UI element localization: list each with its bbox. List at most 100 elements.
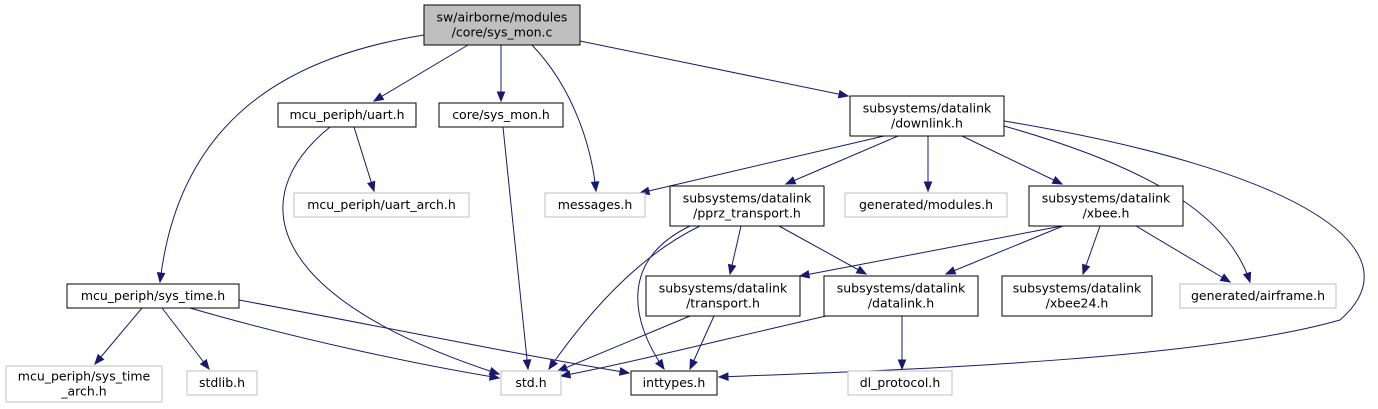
edge-sys-time-h-to-std-h [189,307,501,381]
edge-xbee-h-to-generated-airframe-h [1135,225,1232,283]
edge-sys-mon-c-to-downlink-h-arrowhead [837,89,850,99]
node-messages-h-label-line-1: messages.h [558,197,633,212]
edge-mcu-periph-uart-h-to-std-h-arrowhead [488,366,501,376]
edge-downlink-h-to-generated-modules-h [923,136,933,193]
edge-mcu-periph-uart-h-to-uart-arch-h-arrowhead [367,180,376,193]
edge-downlink-h-to-xbee-h-arrowhead [1051,175,1064,185]
node-dl-protocol-h-label-line-1: dl_protocol.h [860,375,941,390]
edge-datalink-h-to-std-h [559,315,827,379]
node-xbee24-h[interactable]: subsystems/datalink/xbee24.h [1001,275,1153,317]
node-inttypes-h[interactable]: inttypes.h [630,370,718,396]
node-xbee-h-box [1028,185,1184,227]
node-sys-time-h-box [66,283,240,309]
edge-sys-time-h-to-sys-time-arch-h-arrowhead [94,353,105,366]
node-dl-protocol-h-box [847,370,953,396]
node-inttypes-h-label-line-1: inttypes.h [643,375,706,390]
edge-xbee-h-to-datalink-h-arrowhead [944,266,957,275]
edge-sys-time-h-to-sys-time-arch-h-line [94,307,143,365]
node-xbee-h-label-line-1: subsystems/datalink [1042,191,1171,206]
edge-datalink-h-to-std-h-arrowhead [559,369,572,379]
node-transport-h-label-line-2: /transport.h [686,296,760,311]
edge-xbee-h-to-transport-h-line [799,225,1063,277]
edge-sys-time-h-to-inttypes-h [238,299,631,376]
edge-sys-mon-c-to-mcu-periph-uart-h-line [373,44,469,102]
edge-pprz-transport-h-to-transport-h-arrowhead [727,263,737,276]
node-downlink-h-label-line-2: /downlink.h [891,116,963,131]
edge-sys-mon-c-to-downlink-h [579,40,850,99]
node-xbee24-h-label-line-1: subsystems/datalink [1013,281,1142,296]
node-sys-time-arch-h-box [5,365,163,403]
node-sys-mon-c[interactable]: sw/airborne/modules/core/sys_mon.c [423,4,581,46]
node-pprz-transport-h[interactable]: subsystems/datalink/pprz_transport.h [669,185,825,227]
edge-sys-mon-c-to-messages-h [531,44,600,193]
node-datalink-h-box [823,275,979,317]
node-downlink-h-label-line-1: subsystems/datalink [863,101,992,116]
edge-pprz-transport-h-to-inttypes-h-line [637,225,691,370]
node-datalink-h-label-line-2: /datalink.h [868,296,934,311]
node-core-sys-mon-h-box [438,102,564,128]
edge-datalink-h-to-dl-protocol-h [897,316,907,371]
node-pprz-transport-h-box [669,185,825,227]
edge-pprz-transport-h-to-inttypes-h [637,225,691,371]
node-xbee-h[interactable]: subsystems/datalink/xbee.h [1028,185,1184,227]
edge-xbee-h-to-generated-airframe-h-arrowhead [1219,273,1232,283]
node-core-sys-mon-h[interactable]: core/sys_mon.h [438,102,564,128]
node-std-h-label-line-1: std.h [515,375,546,390]
node-datalink-h[interactable]: subsystems/datalink/datalink.h [823,275,979,317]
nodes-layer: sw/airborne/modules/core/sys_mon.c mcu_pe… [5,4,1337,403]
edges-layer [94,34,1365,381]
node-mcu-periph-uart-h[interactable]: mcu_periph/uart.h [277,102,417,128]
node-stdlib-h-label-line-1: stdlib.h [199,375,245,390]
edge-downlink-h-to-inttypes-h-line [718,120,1365,378]
edge-sys-mon-c-to-sys-time-h [156,34,425,284]
edge-core-sys-mon-h-to-std-h-arrowhead [522,359,532,371]
node-messages-h-box [544,192,646,218]
edge-sys-time-h-to-inttypes-h-line [238,299,630,374]
edge-pprz-transport-h-to-datalink-h-line [778,225,867,275]
node-xbee-h-label-line-2: /xbee.h [1083,206,1130,221]
edge-mcu-periph-uart-h-to-std-h [282,126,501,376]
node-sys-mon-c-label-line-1: sw/airborne/modules [437,10,568,25]
edge-sys-time-h-to-inttypes-h-arrowhead [618,367,631,376]
edge-sys-mon-c-to-messages-h-arrowhead [590,181,600,193]
edge-downlink-h-to-generated-modules-h-arrowhead [923,181,933,193]
node-downlink-h[interactable]: subsystems/datalink/downlink.h [849,95,1005,137]
edge-xbee-h-to-datalink-h-line [945,225,1064,275]
edge-xbee-h-to-datalink-h [944,225,1064,275]
edge-sys-time-h-to-std-h-arrowhead [488,372,501,381]
node-pprz-transport-h-label-line-1: subsystems/datalink [683,191,812,206]
node-generated-airframe-h-label-line-1: generated/airframe.h [1191,288,1325,303]
node-sys-mon-c-label-line-2: /core/sys_mon.c [452,25,553,40]
edge-downlink-h-to-messages-h-line [639,135,885,194]
node-uart-arch-h-label-line-1: mcu_periph/uart_arch.h [307,197,456,212]
edge-downlink-h-to-inttypes-h-arrowhead [717,372,729,381]
edge-sys-mon-c-to-core-sys-mon-h [496,45,506,103]
node-uart-arch-h-box [293,192,470,218]
node-messages-h: messages.h [544,192,646,218]
node-transport-h-label-line-1: subsystems/datalink [659,281,788,296]
node-mcu-periph-uart-h-box [277,102,417,128]
node-std-h: std.h [500,370,562,396]
edge-mcu-periph-uart-h-to-std-h-line [282,126,500,375]
edge-downlink-h-to-xbee-h-line [961,135,1063,185]
edge-downlink-h-to-generated-airframe-h-arrowhead [1242,271,1252,284]
node-stdlib-h: stdlib.h [186,370,258,396]
edge-pprz-transport-h-to-std-h [548,225,701,371]
node-sys-time-h-label-line-1: mcu_periph/sys_time.h [81,288,225,303]
edge-xbee-h-to-generated-airframe-h-line [1135,225,1231,283]
edge-sys-mon-c-to-messages-h-line [531,44,597,192]
edge-sys-time-h-to-stdlib-h-arrowhead [199,358,210,371]
edge-core-sys-mon-h-to-std-h [502,126,532,371]
node-std-h-box [500,370,562,396]
node-inttypes-h-box [630,370,718,396]
node-downlink-h-box [849,95,1005,137]
node-core-sys-mon-h-label-line-1: core/sys_mon.h [452,107,550,122]
edge-downlink-h-to-inttypes-h [717,120,1365,381]
node-uart-arch-h: mcu_periph/uart_arch.h [293,192,470,218]
edge-xbee-h-to-xbee24-h-arrowhead [1082,263,1091,276]
edge-pprz-transport-h-to-datalink-h [778,225,868,275]
node-sys-time-h[interactable]: mcu_periph/sys_time.h [66,283,240,309]
node-transport-h[interactable]: subsystems/datalink/transport.h [645,275,801,317]
edge-transport-h-to-inttypes-h-line [689,315,715,370]
